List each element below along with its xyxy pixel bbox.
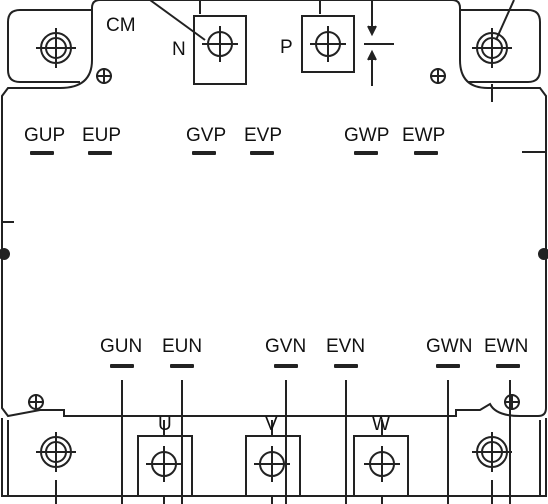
locator-hole-bottom-right [504,394,520,410]
label-gvp: GVP [186,125,227,146]
pin-gwn [436,364,460,368]
label-gvn: GVN [265,336,307,357]
terminal-u-screw [146,446,182,482]
locator-hole-top-right [430,68,446,84]
dim-arrow-down [367,49,377,61]
flange-top-right [460,9,541,83]
mount-hole-bottom-left [36,432,76,472]
terminal-n-box [193,15,247,85]
label-gwn: GWN [426,336,473,357]
module-body-outline [1,0,547,418]
pin-ewn [496,364,520,368]
label-gwp: GWP [344,125,390,146]
mount-hole-top-right [472,28,512,68]
side-marker-right [538,248,548,260]
pin-gwp [354,151,378,155]
label-evn: EVN [326,336,366,357]
label-evp: EVP [244,125,283,146]
pin-gun [110,364,134,368]
side-marker-left [0,248,10,260]
terminal-w-screw [364,446,400,482]
label-terminal-v: V [265,414,278,435]
label-ewn: EWN [484,336,529,357]
pin-ewp [414,151,438,155]
mount-hole-top-left [36,28,76,68]
label-ewp: EWP [402,125,446,146]
terminal-p-screw [310,26,346,62]
mount-hole-bottom-right [472,432,512,472]
dim-arrow-up [367,25,377,37]
pin-gup [30,151,54,155]
locator-hole-top-left [96,68,112,84]
pin-evp [250,151,274,155]
leader-line-right [495,0,515,41]
label-eun: EUN [162,336,203,357]
terminal-n-screw [202,26,238,62]
label-gup: GUP [24,125,66,146]
label-gun: GUN [100,336,143,357]
label-terminal-n: N [172,39,186,60]
label-terminal-u: U [158,414,172,435]
label-eup: EUP [82,125,122,146]
terminal-p-box [301,15,355,73]
leader-line-cm [149,0,206,41]
locator-hole-bottom-left [28,394,44,410]
terminal-v-screw [254,446,290,482]
pin-eup [88,151,112,155]
label-terminal-p: P [280,37,293,58]
pin-evn [334,364,358,368]
pin-gvp [192,151,216,155]
label-terminal-w: W [372,414,390,435]
label-cm: CM [106,15,136,36]
flange-top-left [7,9,92,83]
pin-eun [170,364,194,368]
pin-gvn [274,364,298,368]
